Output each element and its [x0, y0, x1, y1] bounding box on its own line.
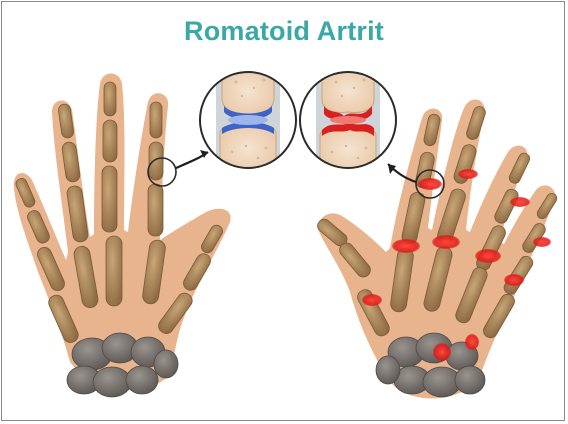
healthy-joint-icon: [198, 68, 298, 172]
inflamed-joint-icon: [298, 68, 398, 172]
healthy-hand: [14, 74, 231, 398]
